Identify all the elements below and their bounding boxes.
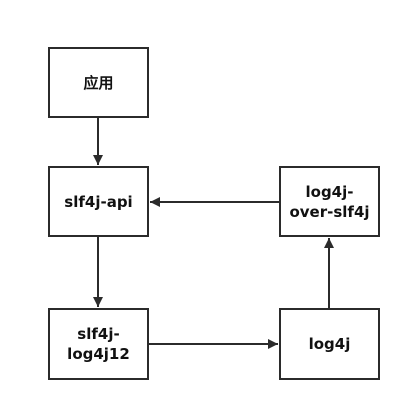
node-slf4j-api: slf4j-api bbox=[48, 166, 149, 237]
node-log4j-over-slf4j-label-line1: log4j- bbox=[305, 182, 354, 201]
node-slf4j-log4j12: slf4j- log4j12 bbox=[48, 308, 149, 380]
node-log4j-over-slf4j-label-line2: over-slf4j bbox=[289, 202, 370, 221]
node-app: 应用 bbox=[48, 47, 149, 118]
node-slf4j-log4j12-label-line2: log4j12 bbox=[67, 345, 130, 363]
node-slf4j-log4j12-label-line1: slf4j- bbox=[77, 325, 120, 343]
node-log4j-over-slf4j: log4j- over-slf4j bbox=[279, 166, 380, 237]
node-log4j: log4j bbox=[279, 308, 380, 380]
node-log4j-label: log4j bbox=[308, 335, 351, 353]
node-app-label: 应用 bbox=[83, 73, 114, 92]
node-slf4j-api-label: slf4j-api bbox=[64, 192, 133, 211]
